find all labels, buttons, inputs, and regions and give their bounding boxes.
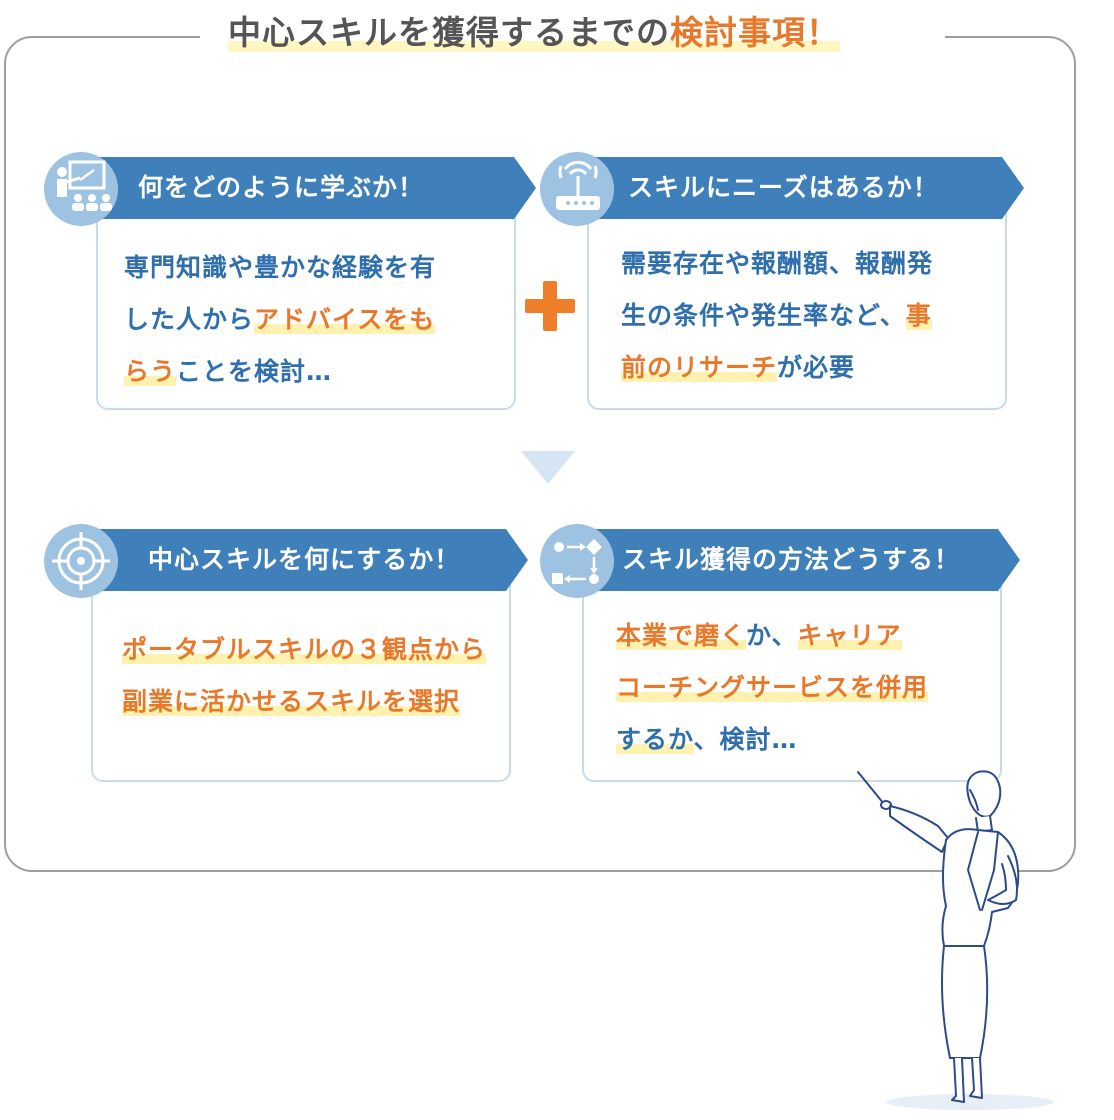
body-segment: らう (124, 357, 177, 386)
section-ribbon (80, 529, 506, 591)
ribbon-tip (1002, 157, 1024, 219)
body-line: した人からアドバイスをも (124, 294, 436, 346)
body-segment: ことを検討… (176, 357, 333, 386)
body-segment: 前のリサーチ (621, 353, 778, 382)
section-body: ポータブルスキルの３観点から副業に活かせるスキルを選択 (122, 624, 487, 728)
section-ribbon (573, 157, 1002, 219)
body-line: するか、検討… (616, 714, 928, 766)
section-body: 専門知識や豊かな経験を有した人からアドバイスをもらうことを検討… (124, 242, 436, 398)
section-heading: スキルにニーズはあるか！ (628, 173, 939, 202)
body-segment: か、 (746, 621, 798, 650)
section-body: 本業で磨くか、キャリアコーチングサービスを併用するか、検討… (616, 610, 929, 766)
body-segment: 、検討… (693, 725, 798, 754)
section-ribbon (573, 529, 998, 591)
body-line: 需要存在や報酬額、報酬発 (621, 238, 933, 290)
section-card (91, 558, 511, 782)
title-part1: 中心スキルを獲得するまでの (228, 13, 670, 52)
body-line: 専門知識や豊かな経験を有 (124, 242, 436, 294)
body-segment: 本業で磨く (616, 621, 747, 650)
body-segment: ポータブルスキルの３観点から (122, 635, 487, 664)
page-title: 中心スキルを獲得するまでの検討事項！ (228, 6, 840, 60)
body-line: 生の条件や発生率など、事 (621, 290, 933, 342)
section-heading: スキル獲得の方法どうする！ (622, 545, 961, 574)
body-line: 副業に活かせるスキルを選択 (122, 676, 486, 728)
body-segment: コーチングサービスを併用 (616, 673, 929, 702)
section-ribbon (80, 157, 514, 219)
body-segment: 副業に活かせるスキルを選択 (122, 687, 461, 716)
section-body: 需要存在や報酬額、報酬発生の条件や発生率など、事前のリサーチが必要 (621, 238, 933, 394)
body-line: 前のリサーチが必要 (621, 342, 933, 394)
ribbon-tip (506, 529, 528, 591)
body-line: コーチングサービスを併用 (616, 662, 929, 714)
teacher-icon (44, 152, 118, 226)
wifi-router-icon (540, 152, 614, 226)
body-segment: 需要存在や報酬額、報酬発 (621, 249, 934, 278)
ribbon-tip (998, 529, 1020, 591)
body-segment: アドバイスをも (254, 305, 436, 334)
target-icon (44, 524, 118, 598)
body-segment: が必要 (777, 353, 856, 382)
body-line: らうことを検討… (124, 346, 436, 398)
body-segment: するか (616, 725, 694, 754)
presenter-woman-illustration (820, 760, 1080, 1120)
workflow-icon (540, 524, 614, 598)
title-part2: 検討事項！ (670, 13, 840, 52)
down-arrow-icon (521, 451, 575, 484)
body-line: ポータブルスキルの３観点から (122, 624, 487, 676)
ribbon-tip (514, 157, 536, 219)
body-segment: 専門知識や豊かな経験を有 (124, 253, 437, 282)
body-segment: 事 (905, 301, 932, 330)
section-heading: 何をどのように学ぶか！ (138, 173, 425, 202)
section-heading: 中心スキルを何にするか！ (148, 545, 461, 574)
body-segment: 生の条件や発生率など、 (621, 301, 906, 330)
body-segment: キャリア (797, 621, 902, 650)
body-line: 本業で磨くか、キャリア (616, 610, 928, 662)
body-segment: した人から (124, 305, 255, 334)
